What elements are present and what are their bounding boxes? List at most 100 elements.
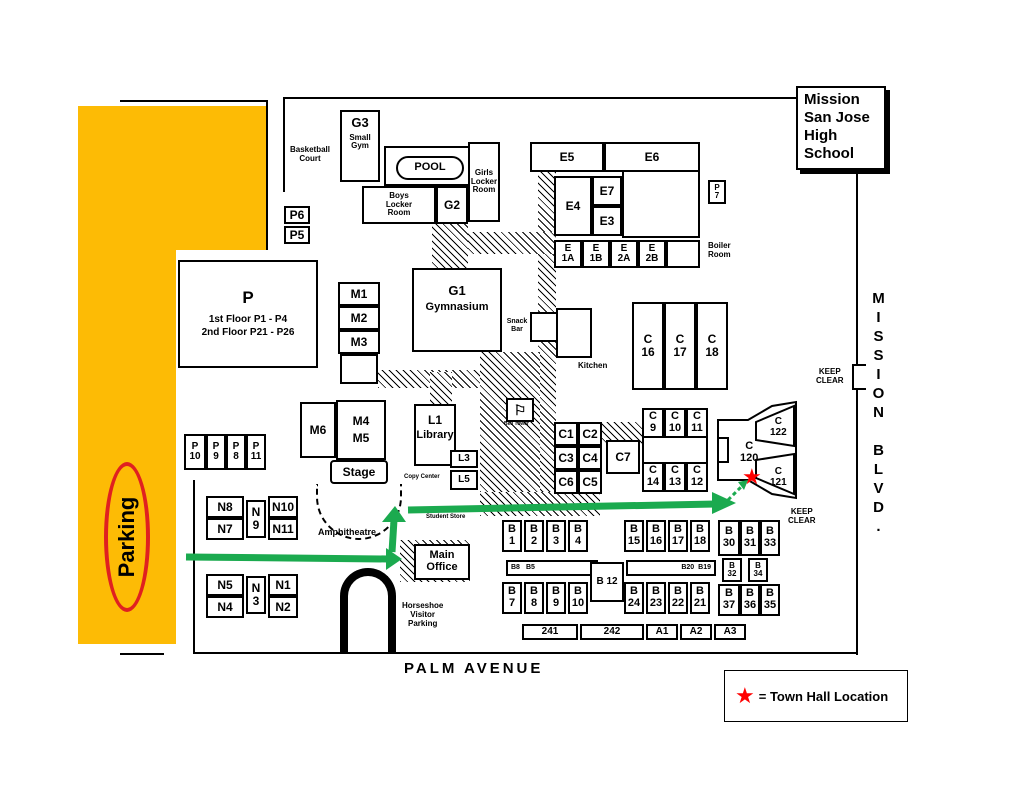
bell-tower: ⚐	[506, 398, 534, 422]
walkway-pool-link	[432, 222, 468, 270]
parking-label: Parking	[114, 496, 139, 578]
west-lot-line-bottom	[120, 653, 164, 655]
building-e7: E7	[592, 176, 622, 206]
building-c6: C6	[554, 470, 578, 494]
building-c120-complex	[717, 400, 797, 500]
building-a1: A1	[646, 624, 678, 640]
legend-star-icon: ★	[735, 683, 755, 708]
school-title-line: School	[804, 145, 855, 162]
town-hall-star-icon: ★	[742, 464, 762, 489]
building-p: P 1st Floor P1 - P4 2nd Floor P21 - P26	[178, 260, 318, 368]
building-241: 241	[522, 624, 578, 640]
building-g3: G3 Small Gym	[340, 110, 380, 182]
building-n2: N2	[268, 596, 298, 618]
building-n11: N11	[268, 518, 298, 540]
campus-boundary-left-lower	[193, 480, 195, 654]
horseshoe-drive	[340, 568, 396, 654]
pool: POOL	[396, 156, 464, 180]
school-title-line: Mission	[804, 91, 860, 108]
amphitheatre-label: Amphitheatre	[318, 527, 377, 537]
mission-blvd-label: MISSION BLVD.	[870, 290, 887, 537]
building-a3: A3	[714, 624, 746, 640]
building-n8: N8	[206, 496, 244, 518]
campus-boundary-left-upper	[283, 97, 285, 192]
stage: Stage	[330, 460, 388, 484]
west-lot-line-right	[266, 100, 268, 250]
campus-boundary-top	[283, 97, 800, 99]
legend-box: ★ = Town Hall Location	[724, 670, 908, 722]
walkway-south	[480, 492, 600, 516]
building-e4: E4	[554, 176, 592, 236]
building-242: 242	[580, 624, 644, 640]
building-n7: N7	[206, 518, 244, 540]
building-e-wing	[622, 172, 700, 238]
building-c3: C3	[554, 446, 578, 470]
copy-center-label: Copy Center	[404, 474, 440, 480]
kitchen-label: Kitchen	[578, 361, 608, 370]
building-m2: M2	[338, 306, 380, 330]
building-m-annex	[340, 354, 378, 384]
building-m1: M1	[338, 282, 380, 306]
school-title-box: Mission San Jose High School	[796, 86, 886, 170]
route-segment-up	[388, 519, 398, 553]
school-title-line: San Jose	[804, 109, 870, 126]
legend-text: = Town Hall Location	[758, 688, 889, 704]
building-c5: C5	[578, 470, 602, 494]
keep-clear-notch	[852, 364, 866, 390]
building-c4: C4	[578, 446, 602, 470]
building-e5: E5	[530, 142, 604, 172]
bell-tower-label: Bell Tower	[504, 421, 529, 427]
building-m3: M3	[338, 330, 380, 354]
kitchen	[556, 308, 592, 358]
building-p5: P5	[284, 226, 310, 244]
building-n5: N5	[206, 574, 244, 596]
building-n1: N1	[268, 574, 298, 596]
